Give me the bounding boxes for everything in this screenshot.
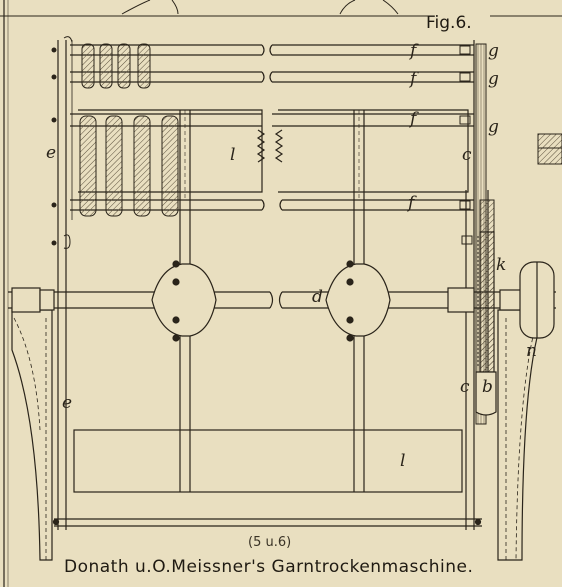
- label-l-upper: l: [230, 145, 235, 165]
- label-k: k: [496, 255, 506, 275]
- gear-k: [477, 231, 495, 373]
- left-hooks: [63, 36, 73, 249]
- previous-figure-fragment: [121, 0, 399, 15]
- rod-end-caps-g: [459, 45, 473, 245]
- left-frame-standard: [57, 40, 73, 530]
- plate-number: (5 u.6): [248, 535, 291, 550]
- figure-number: Fig.6.: [426, 13, 472, 33]
- label-e-upper: e: [46, 143, 56, 163]
- bottom-rail: [52, 518, 482, 527]
- label-f-3: f: [408, 109, 419, 129]
- label-f-4: f: [406, 193, 417, 213]
- bearing-b: [475, 371, 497, 416]
- figure-caption: Donath u.O.Meissner's Garntrockenmaschin…: [64, 557, 473, 577]
- yarn-rollers-large: [79, 115, 179, 217]
- label-d: d: [312, 287, 323, 307]
- pulley-n: [519, 261, 555, 339]
- label-g-3: g: [488, 117, 499, 137]
- label-f-2: f: [408, 69, 419, 89]
- label-g-2: g: [488, 69, 499, 89]
- label-e-lower: e: [62, 393, 72, 413]
- drying-box-lower: [73, 429, 463, 493]
- yarn-rollers-small: [81, 43, 151, 89]
- right-pedestal: [497, 309, 547, 561]
- left-bolts: [51, 47, 57, 246]
- label-c-upper: c: [462, 145, 472, 165]
- shaft-hubs: [151, 260, 391, 342]
- part-labels: e e f f f f g g g l l c c k d n b: [46, 41, 537, 471]
- main-shaft-d: [8, 287, 556, 313]
- label-b: b: [482, 377, 493, 397]
- left-pedestal: [11, 309, 53, 561]
- label-g-1: g: [488, 41, 499, 61]
- label-c-lower: c: [460, 377, 470, 397]
- label-n: n: [526, 341, 537, 361]
- label-f-1: f: [408, 41, 419, 61]
- label-l-lower: l: [400, 451, 405, 471]
- adjacent-figure-fragment: [537, 133, 562, 165]
